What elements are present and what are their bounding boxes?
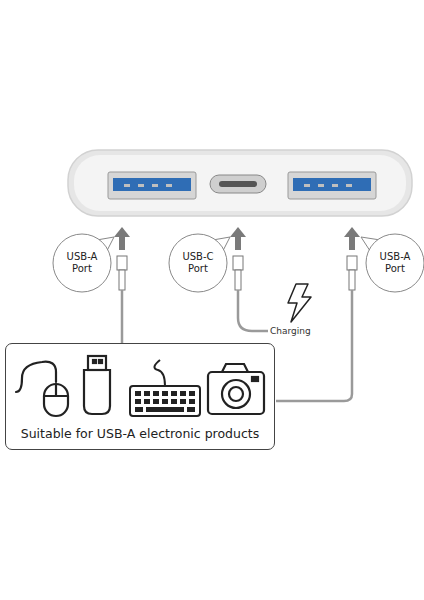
port-label: USB-A Port [62,251,102,275]
insert-arrow [114,227,360,250]
usb-a-port [288,172,376,199]
callout-circle-shape [53,234,111,292]
usb-a-port [108,172,196,199]
usb-a-contacts [124,184,172,187]
usb-c-port [210,175,266,193]
port-label: USB-A Port [375,251,415,275]
hub-face [74,155,406,211]
device-panel: Suitable for USB-A electronic products [5,343,275,450]
callout-circle-shape [366,234,424,292]
callout-fill [367,235,423,291]
cable-plug [117,256,357,290]
usb-a-contacts [304,184,352,187]
usb-a-tongue [293,178,371,191]
callout-circle-shape [169,234,227,292]
charging-label: Charging [270,326,311,336]
usb-a-tongue [113,178,191,191]
panel-caption: Suitable for USB-A electronic products [21,426,260,441]
port-label: USB-C Port [178,251,218,275]
callout-fill [54,235,110,291]
port-callout: USB-A Port [52,233,112,293]
usb-c-tongue [219,181,257,187]
hub-body [68,150,412,216]
port-callout: USB-A Port [365,233,424,293]
lightning-icon [288,284,311,322]
port-callout: USB-C Port [168,233,228,293]
callout-fill [170,235,226,291]
